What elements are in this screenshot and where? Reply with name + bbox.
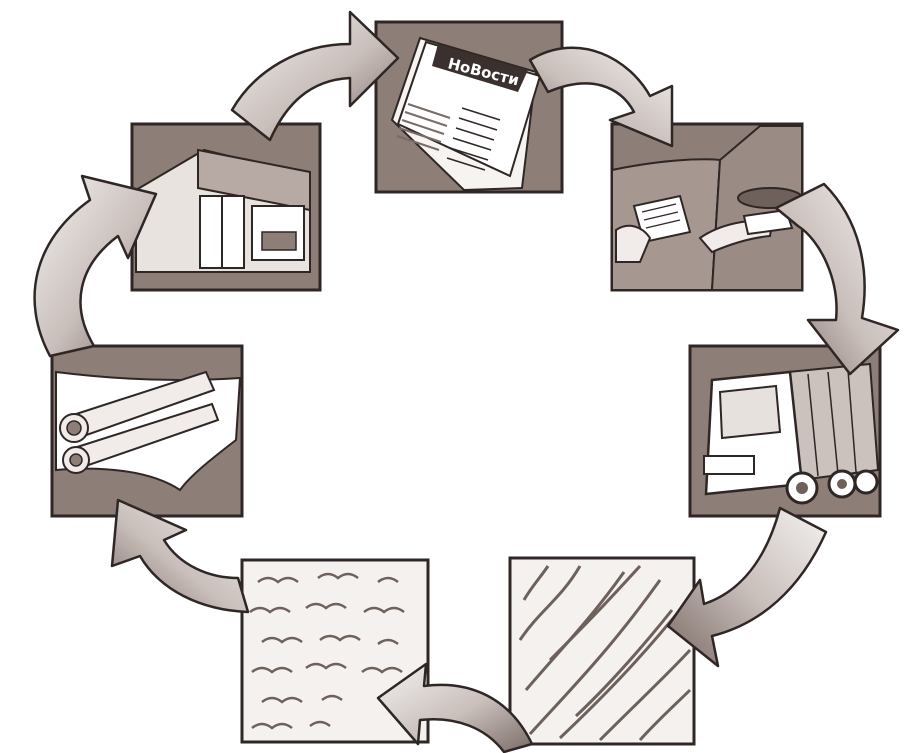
- stage-shredded-paper: [510, 558, 694, 744]
- stage-store: [132, 124, 320, 290]
- stage-newspaper: НоВости: [376, 22, 562, 192]
- garbage-truck-icon: [704, 364, 878, 503]
- arrow-store-to-newspaper: [232, 12, 398, 140]
- stage-paper-rolls: [52, 346, 242, 516]
- stage-paper-collection: [612, 124, 802, 290]
